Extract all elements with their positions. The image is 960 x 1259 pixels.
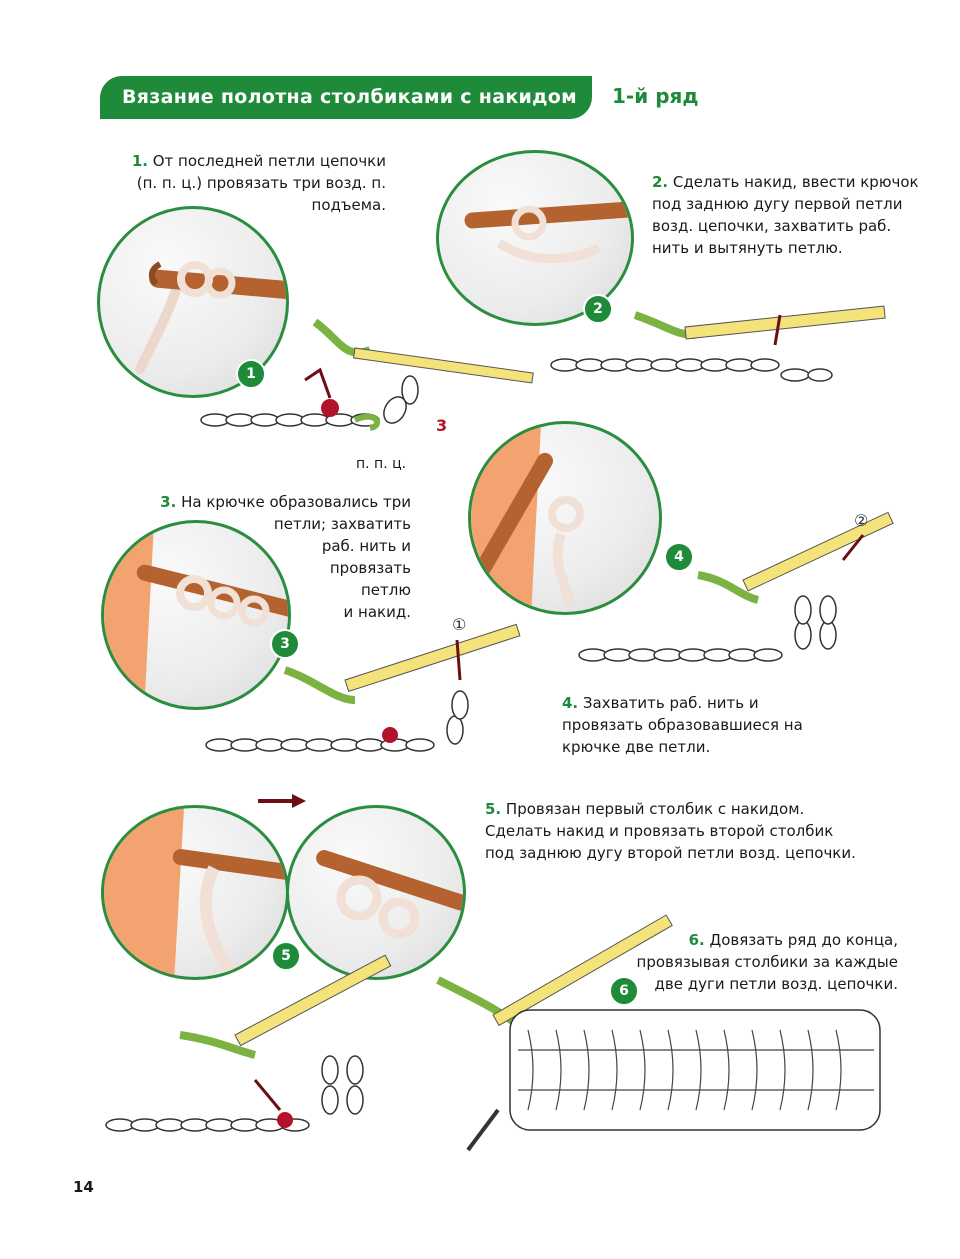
step-2-number: 2. bbox=[652, 173, 669, 191]
step-5-text: 5. Провязан первый столбик с накидом. Сд… bbox=[485, 798, 856, 864]
step-5-diagram bbox=[105, 954, 392, 1132]
step-6-number: 6. bbox=[688, 931, 705, 949]
step-badge-2: 2 bbox=[583, 294, 613, 324]
step-3-line: петлю bbox=[361, 581, 411, 599]
row-label: 1-й ряд bbox=[612, 84, 699, 108]
step-1-text: 1. От последней петли цепочки (п. п. ц.)… bbox=[132, 150, 386, 216]
step-3-number: 3. bbox=[160, 493, 177, 511]
step-3-line: и накид. bbox=[343, 603, 411, 621]
step-4-line: крючке две петли. bbox=[562, 738, 711, 756]
step-1-diagram bbox=[200, 318, 534, 431]
step-2-text: 2. Сделать накид, ввести крючок под задн… bbox=[652, 171, 919, 259]
step-3-photo bbox=[101, 520, 291, 710]
step-3-line: провязать bbox=[329, 559, 411, 577]
step-6-line: провязывая столбики за каждые bbox=[636, 953, 898, 971]
step-4-line: провязать образовавшиеся на bbox=[562, 716, 803, 734]
step-badge-3: 3 bbox=[270, 629, 300, 659]
hook-photo-illustration bbox=[135, 261, 286, 374]
section-title: Вязание полотна столбиками с накидом bbox=[100, 76, 592, 119]
step-4-line: Захватить раб. нить и bbox=[582, 694, 759, 712]
step-5-photo-a bbox=[101, 805, 289, 980]
step-2-line: возд. цепочки, захватить раб. bbox=[652, 217, 892, 235]
next-arrow-icon bbox=[258, 794, 306, 808]
step-4-photo bbox=[468, 421, 662, 615]
step-6-text: 6. Довязать ряд до конца, провязывая сто… bbox=[637, 929, 898, 995]
step-1-line: подъема. bbox=[311, 196, 386, 214]
step-3-diagram bbox=[205, 623, 521, 752]
page-number: 14 bbox=[73, 1178, 94, 1196]
ppc-label: п. п. ц. bbox=[356, 456, 407, 472]
step-6-line: Довязать ряд до конца, bbox=[709, 931, 899, 949]
step-3-line: петли; захватить bbox=[273, 515, 411, 533]
marker-circle-2: ② bbox=[854, 511, 869, 530]
hook-photo-illustration bbox=[316, 850, 463, 939]
step-1-photo bbox=[97, 206, 289, 398]
step-5-number: 5. bbox=[485, 800, 502, 818]
step-3-line: раб. нить и bbox=[321, 537, 411, 555]
step-1-number: 1. bbox=[131, 152, 148, 170]
step-badge-5: 5 bbox=[271, 941, 301, 971]
step-4-text: 4. Захватить раб. нить и провязать образ… bbox=[562, 692, 803, 758]
step-badge-1: 1 bbox=[236, 359, 266, 389]
marker-circle-1: ① bbox=[452, 615, 467, 634]
step-5-line: Сделать накид и провязать второй столбик bbox=[485, 822, 834, 840]
step-2-line: Сделать накид, ввести крючок bbox=[672, 173, 919, 191]
step-4-diagram bbox=[578, 511, 894, 662]
step-5-line: Провязан первый столбик с накидом. bbox=[505, 800, 805, 818]
step-2-diagram bbox=[550, 305, 886, 382]
step-badge-6: 6 bbox=[609, 976, 639, 1006]
hook-photo-illustration bbox=[464, 200, 631, 264]
step-6-diagram bbox=[436, 914, 881, 1152]
marker-three: 3 bbox=[436, 416, 448, 435]
step-6-line: две дуги петли возд. цепочки. bbox=[654, 975, 899, 993]
step-badge-4: 4 bbox=[664, 542, 694, 572]
step-1-line: (п. п. ц.) провязать три возд. п. bbox=[136, 174, 386, 192]
step-4-number: 4. bbox=[562, 694, 579, 712]
hook-photo-illustration bbox=[104, 523, 288, 707]
step-3-text: 3. На крючке образовались три петли; зах… bbox=[160, 491, 411, 623]
step-1-line: От последней петли цепочки bbox=[152, 152, 386, 170]
step-5-line: под заднюю дугу второй петли возд. цепоч… bbox=[485, 844, 856, 862]
hook-photo-illustration bbox=[471, 424, 584, 612]
step-2-line: под заднюю дугу первой петли bbox=[652, 195, 903, 213]
step-5-photo-b bbox=[286, 805, 466, 980]
hook-photo-illustration bbox=[104, 808, 286, 977]
step-2-line: нить и вытянуть петлю. bbox=[652, 239, 843, 257]
step-3-line: На крючке образовались три bbox=[181, 493, 411, 511]
